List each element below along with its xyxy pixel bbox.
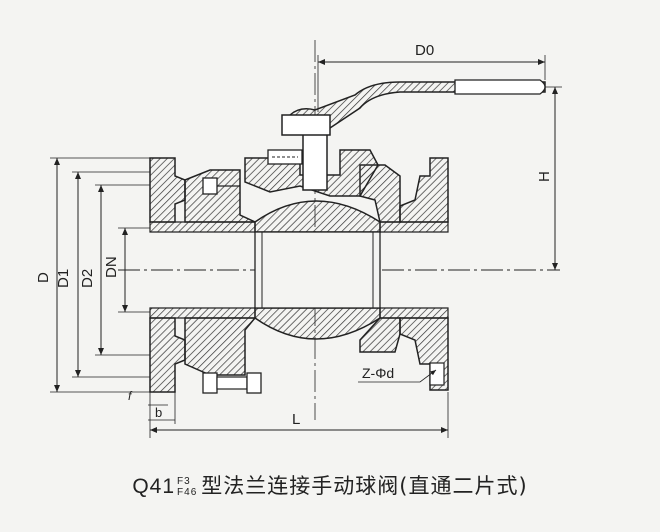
handle-grip: [454, 79, 546, 95]
caption-model: Q41: [132, 475, 176, 498]
handle-hub: [281, 114, 331, 136]
left-flange-top: [149, 157, 186, 223]
label-d1: D1: [55, 269, 72, 288]
label-h: H: [536, 171, 553, 182]
left-neck-bottom: [149, 307, 256, 319]
right-neck-bottom: [379, 307, 449, 319]
left-neck-top: [149, 221, 256, 233]
ball-bore: [254, 231, 381, 309]
label-d0: D0: [415, 42, 434, 59]
right-flange-top: [399, 157, 449, 223]
caption-sub: F46: [177, 487, 198, 498]
caption-sup: F3: [177, 476, 191, 487]
ball-top: [254, 200, 381, 233]
left-body-lower: [184, 317, 257, 376]
ball-bottom: [254, 307, 381, 340]
bolt-top: [202, 177, 240, 195]
bolt-bottom: [202, 372, 262, 394]
right-body-lower: [359, 317, 401, 353]
label-dn: DN: [103, 256, 120, 278]
left-flange-bottom: [149, 317, 186, 393]
stem: [302, 129, 328, 191]
right-neck-top: [379, 221, 449, 233]
label-d2: D2: [79, 269, 96, 288]
label-b: b: [155, 405, 162, 420]
label-z-phi-d: Z-Φd: [362, 365, 394, 381]
caption-text: 型法兰连接手动球阀(直通二片式): [201, 474, 528, 498]
label-f: f: [128, 389, 133, 403]
label-l: L: [292, 411, 300, 428]
label-d: D: [35, 272, 52, 283]
bolt-right: [429, 362, 445, 386]
